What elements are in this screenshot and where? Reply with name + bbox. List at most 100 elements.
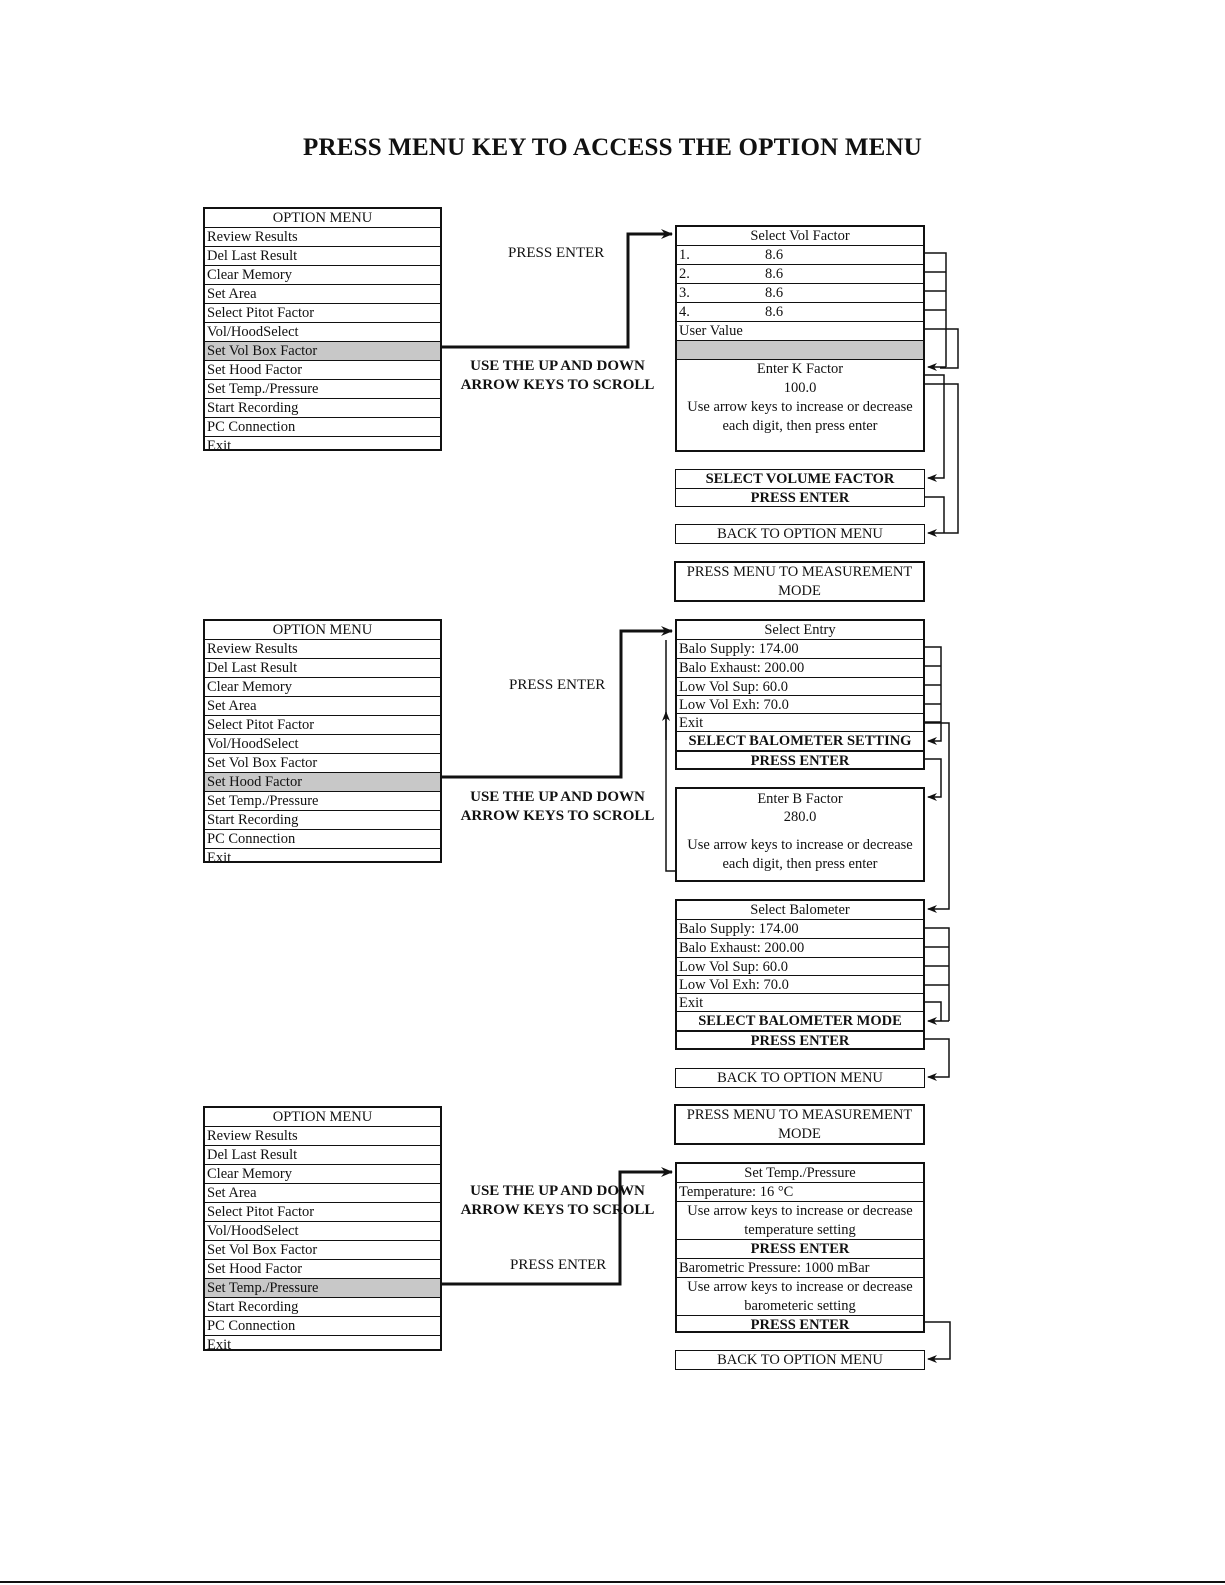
- press-menu-line-2: MODE: [778, 583, 821, 599]
- balometer-low-vol-sup[interactable]: Low Vol Sup: 60.0: [677, 958, 923, 976]
- menu-item-exit[interactable]: Exit: [207, 438, 232, 451]
- k-factor-title: Enter K Factor: [756, 361, 844, 377]
- vol-option-bracket: [925, 252, 947, 367]
- press-menu-measurement-2: PRESS MENU TO MEASUREMENT MODE: [674, 1104, 925, 1145]
- vol-factor-option-2[interactable]: 2.8.6: [677, 265, 923, 284]
- back-to-option-menu-1[interactable]: BACK TO OPTION MENU: [675, 524, 925, 544]
- menu-item-review-results[interactable]: Review Results: [205, 228, 440, 247]
- menu-item-clear-memory[interactable]: Clear Memory: [205, 678, 440, 697]
- balometer-low-vol-exh[interactable]: Low Vol Exh: 70.0: [677, 976, 923, 994]
- menu-item-vol-hood-select[interactable]: Vol/HoodSelect: [205, 735, 440, 754]
- menu-item-pc-connection[interactable]: PC Connection: [205, 830, 440, 849]
- vol-factor-user-value[interactable]: User Value: [677, 322, 923, 341]
- menu-item-del-last-result[interactable]: Del Last Result: [205, 1146, 440, 1165]
- menu-item-pc-connection[interactable]: PC Connection: [205, 1317, 440, 1336]
- menu-item-set-vol-box-factor-selected[interactable]: Set Vol Box Factor: [205, 342, 440, 361]
- menu-item-start-recording[interactable]: Start Recording: [205, 1298, 440, 1317]
- temp-instruction-1: Use arrow keys to increase or decrease: [687, 1203, 913, 1219]
- menu-item-start-recording[interactable]: Start Recording: [205, 811, 440, 830]
- press-enter-to-back: [925, 496, 945, 533]
- menu-item-set-hood-factor[interactable]: Set Hood Factor: [205, 361, 440, 380]
- scroll-line-2: ARROW KEYS TO SCROLL: [460, 1202, 655, 1218]
- b-factor-title: Enter B Factor: [757, 791, 843, 807]
- page-title: PRESS MENU KEY TO ACCESS THE OPTION MENU: [302, 134, 922, 161]
- entry-balo-exhaust[interactable]: Balo Exhaust: 200.00: [677, 659, 923, 678]
- menu-item-set-temp-pressure-selected[interactable]: Set Temp./Pressure: [205, 1279, 440, 1298]
- menu-item-review-results[interactable]: Review Results: [205, 640, 440, 659]
- menu-item-set-vol-box-factor[interactable]: Set Vol Box Factor: [205, 1241, 440, 1260]
- menu-item-exit[interactable]: Exit: [207, 1337, 232, 1351]
- menu-item-set-vol-box-factor[interactable]: Set Vol Box Factor: [205, 754, 440, 773]
- entry-low-vol-sup[interactable]: Low Vol Sup: 60.0: [677, 678, 923, 696]
- press-enter-balometer[interactable]: PRESS ENTER: [750, 1033, 850, 1049]
- press-menu-line-2: MODE: [778, 1126, 821, 1142]
- menu-item-clear-memory[interactable]: Clear Memory: [205, 266, 440, 285]
- menu-item-vol-hood-select[interactable]: Vol/HoodSelect: [205, 323, 440, 342]
- select-balometer-mode: SELECT BALOMETER MODE: [677, 1012, 923, 1032]
- vol-factor-option-3[interactable]: 3.8.6: [677, 284, 923, 303]
- press-menu-measurement-1: PRESS MENU TO MEASUREMENT MODE: [674, 561, 925, 602]
- press-enter-label-3: PRESS ENTER: [510, 1257, 607, 1273]
- option-menu-header: OPTION MENU: [205, 209, 440, 228]
- entry-to-setting: [927, 722, 942, 745]
- pressure-instruction-2: barometeric setting: [744, 1298, 856, 1314]
- barometric-pressure-value[interactable]: Barometric Pressure: 1000 mBar: [677, 1259, 923, 1278]
- entry-exit[interactable]: Exit: [677, 714, 923, 732]
- press-enter-pressure[interactable]: PRESS ENTER: [750, 1317, 850, 1333]
- select-entry-panel: Select Entry Balo Supply: 174.00 Balo Ex…: [675, 619, 925, 770]
- temperature-instruction: Use arrow keys to increase or decrease t…: [677, 1202, 923, 1240]
- menu-item-set-hood-factor-selected[interactable]: Set Hood Factor: [205, 773, 440, 792]
- entry-balo-supply[interactable]: Balo Supply: 174.00: [677, 640, 923, 659]
- menu-item-select-pitot-factor[interactable]: Select Pitot Factor: [205, 716, 440, 735]
- menu-item-set-area[interactable]: Set Area: [205, 697, 440, 716]
- option-menu-header: OPTION MENU: [205, 621, 440, 640]
- scroll-line-1: USE THE UP AND DOWN: [470, 1183, 645, 1199]
- menu-item-review-results[interactable]: Review Results: [205, 1127, 440, 1146]
- press-enter-box-1[interactable]: PRESS ENTER: [675, 488, 925, 507]
- menu-item-exit[interactable]: Exit: [207, 850, 232, 863]
- b-factor-instruction-2: each digit, then press enter: [722, 856, 878, 872]
- menu-item-del-last-result[interactable]: Del Last Result: [205, 659, 440, 678]
- b-factor-value[interactable]: 280.0: [783, 809, 817, 825]
- menu-item-set-temp-pressure[interactable]: Set Temp./Pressure: [205, 380, 440, 399]
- entry-low-vol-exh[interactable]: Low Vol Exh: 70.0: [677, 696, 923, 714]
- menu-item-set-area[interactable]: Set Area: [205, 1184, 440, 1203]
- press-enter-temperature[interactable]: PRESS ENTER: [677, 1240, 923, 1259]
- balometer-exit[interactable]: Exit: [677, 994, 923, 1012]
- balometer-press-enter-to-back: [925, 1038, 950, 1081]
- vol-factor-option-1[interactable]: 1. 8.6: [677, 246, 923, 265]
- option-number: 1.: [679, 247, 690, 263]
- menu-item-pc-connection[interactable]: PC Connection: [205, 418, 440, 437]
- balometer-balo-supply[interactable]: Balo Supply: 174.00: [677, 920, 923, 939]
- menu-item-select-pitot-factor[interactable]: Select Pitot Factor: [205, 1203, 440, 1222]
- flow-arrow-1: [442, 229, 673, 349]
- vol-factor-panel: Select Vol Factor 1. 8.6 2.8.6 3.8.6 4.8.…: [675, 225, 925, 452]
- option-number: 3.: [679, 285, 690, 301]
- vol-factor-header: Select Vol Factor: [677, 227, 923, 246]
- menu-item-select-pitot-factor[interactable]: Select Pitot Factor: [205, 304, 440, 323]
- menu-item-del-last-result[interactable]: Del Last Result: [205, 247, 440, 266]
- scroll-line-1: USE THE UP AND DOWN: [470, 789, 645, 805]
- flow-arrow-2: [442, 626, 673, 779]
- select-balometer-header: Select Balometer: [677, 901, 923, 920]
- temperature-value[interactable]: Temperature: 16 °C: [677, 1183, 923, 1202]
- menu-item-set-temp-pressure[interactable]: Set Temp./Pressure: [205, 792, 440, 811]
- vol-factor-highlight-row: [677, 341, 923, 360]
- k-factor-value[interactable]: 100.0: [783, 380, 817, 396]
- back-to-option-menu-3[interactable]: BACK TO OPTION MENU: [675, 1350, 925, 1370]
- menu-item-set-hood-factor[interactable]: Set Hood Factor: [205, 1260, 440, 1279]
- press-menu-line-1: PRESS MENU TO MEASUREMENT: [686, 564, 913, 580]
- menu-item-start-recording[interactable]: Start Recording: [205, 399, 440, 418]
- exit-to-balometer: [925, 722, 950, 913]
- option-value: 8.6: [764, 247, 784, 263]
- menu-item-vol-hood-select[interactable]: Vol/HoodSelect: [205, 1222, 440, 1241]
- balometer-balo-exhaust[interactable]: Balo Exhaust: 200.00: [677, 939, 923, 958]
- menu-item-set-area[interactable]: Set Area: [205, 285, 440, 304]
- select-balometer-panel: Select Balometer Balo Supply: 174.00 Bal…: [675, 899, 925, 1050]
- back-to-option-menu-2[interactable]: BACK TO OPTION MENU: [675, 1068, 925, 1088]
- pressure-instruction: Use arrow keys to increase or decrease b…: [677, 1278, 923, 1316]
- menu-item-clear-memory[interactable]: Clear Memory: [205, 1165, 440, 1184]
- vol-factor-option-4[interactable]: 4.8.6: [677, 303, 923, 322]
- press-enter-entry[interactable]: PRESS ENTER: [750, 753, 850, 769]
